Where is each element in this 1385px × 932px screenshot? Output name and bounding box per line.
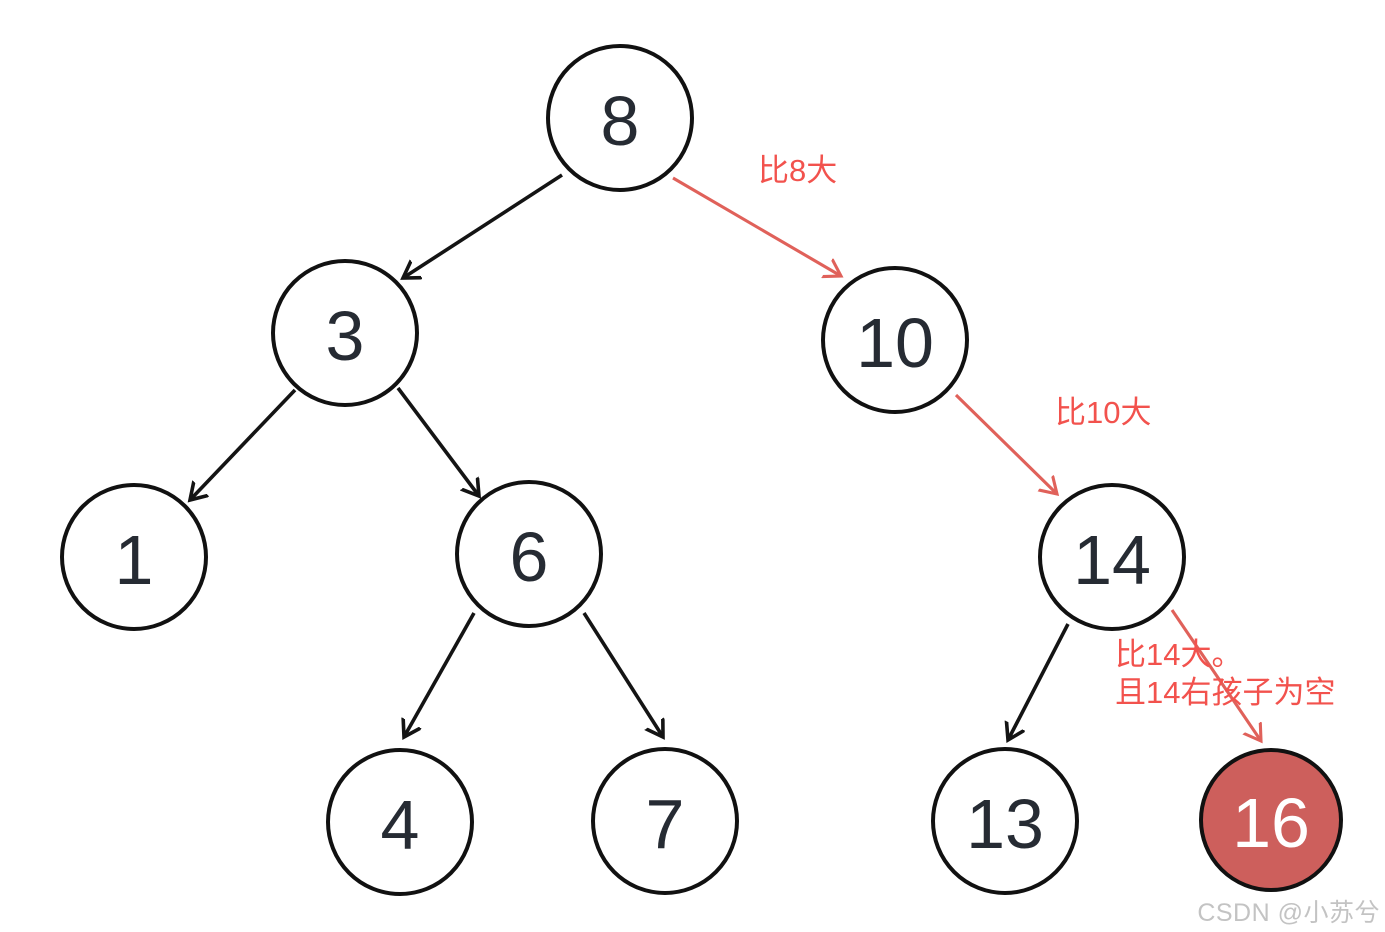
node-value: 4: [381, 786, 420, 864]
node-circle: [546, 44, 694, 192]
node-value: 8: [601, 82, 640, 160]
node-value: 10: [856, 304, 934, 382]
edge-label-10-14: 比10大: [1055, 395, 1151, 430]
node-circle: [60, 483, 208, 631]
node-value: 3: [326, 297, 365, 375]
edge-8-10-accent: [672, 176, 841, 276]
tree-node-6: 6: [455, 480, 603, 628]
edge-8-3: [403, 173, 563, 278]
node-value: 7: [646, 785, 685, 863]
node-value: 14: [1073, 521, 1151, 599]
edge-10-14-accent: [954, 393, 1057, 494]
edge-6-4: [404, 612, 476, 737]
tree-node-10: 10: [821, 266, 969, 414]
edge-3-6: [396, 386, 479, 496]
node-circle: [1038, 483, 1186, 631]
node-value: 1: [115, 521, 154, 599]
node-value: 6: [510, 518, 549, 596]
node-circle: [591, 747, 739, 895]
tree-node-13: 13: [931, 747, 1079, 895]
watermark: CSDN @小苏兮: [1197, 899, 1380, 927]
node-value: 13: [966, 785, 1044, 863]
edge-14-16-accent: [1170, 609, 1261, 741]
edge-3-1: [190, 388, 297, 500]
edge-6-7: [582, 612, 663, 737]
edge-14-13: [1008, 623, 1070, 740]
tree-node-7: 7: [591, 747, 739, 895]
node-value: 16: [1232, 784, 1310, 862]
edge-label-14-16: 比14大。且14右孩子为空: [1115, 637, 1335, 710]
tree-node-4: 4: [326, 748, 474, 896]
node-circle-highlighted: [1199, 748, 1343, 892]
edge-label-8-10: 比8大: [758, 153, 837, 188]
tree-node-8: 8: [546, 44, 694, 192]
edges-layer: [190, 173, 1261, 741]
tree-node-16: 16: [1199, 748, 1343, 892]
node-circle: [821, 266, 969, 414]
node-circle: [455, 480, 603, 628]
node-circle: [326, 748, 474, 896]
node-circle: [271, 259, 419, 407]
tree-node-3: 3: [271, 259, 419, 407]
node-circle: [931, 747, 1079, 895]
tree-node-14: 14: [1038, 483, 1186, 631]
tree-node-1: 1: [60, 483, 208, 631]
